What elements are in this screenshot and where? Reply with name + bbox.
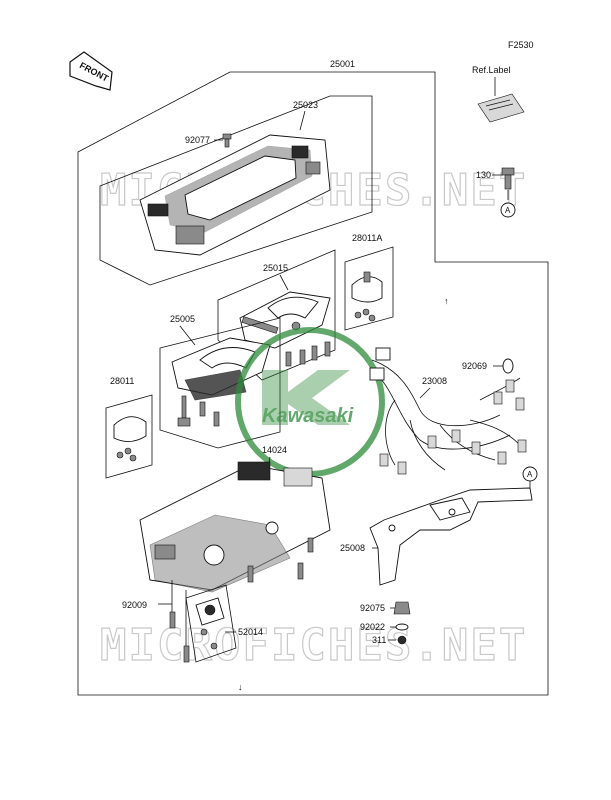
watermark-bottom: MICROFICHES.NET: [100, 620, 527, 671]
part-label-52014: 52014: [238, 627, 263, 637]
screw-92009-icon: [169, 537, 314, 663]
arrow-up-marker: ↑: [444, 296, 449, 306]
kawasaki-logo-text: Kawasaki: [262, 405, 354, 427]
ref-a-top: A: [505, 206, 511, 215]
collar-311-icon: [397, 635, 407, 645]
bracket-25008: [369, 487, 533, 586]
lower-case-14024: [139, 461, 331, 593]
bulb-socket-box-a: [344, 246, 394, 331]
part-label-25001: 25001: [330, 59, 355, 69]
ref-a-bracket: A: [527, 470, 533, 479]
switch-box: [185, 584, 237, 663]
part-label-25005: 25005: [170, 314, 195, 324]
part-label-14024: 14024: [262, 445, 287, 455]
part-label-92069: 92069: [462, 361, 487, 371]
part-label-130: 130: [476, 170, 491, 180]
part-label-25008: 25008: [340, 543, 365, 553]
speedometer-25005: [171, 337, 271, 427]
damper-92075-icon: [393, 601, 411, 615]
part-label-92077: 92077: [185, 135, 210, 145]
part-label-92075: 92075: [360, 603, 385, 613]
switch-52014: [195, 597, 225, 650]
bulb-socket-box: [105, 394, 153, 479]
washer-92022-icon: [395, 623, 409, 631]
part-label-ref-label: Ref.Label: [472, 65, 511, 75]
wiring-harness-23008: [369, 347, 527, 475]
assembly-outline: [77, 71, 549, 696]
part-label-92022: 92022: [360, 622, 385, 632]
arrow-down-marker: ↓: [238, 682, 243, 692]
bulb-socket-28011: [113, 416, 147, 462]
tachometer-25015: [239, 291, 331, 367]
bulb-socket-28011A: [351, 271, 383, 322]
grommet-92069-icon: [502, 358, 514, 374]
housing-box: [99, 95, 373, 286]
ref-circle-a-top: [500, 202, 516, 218]
figure-code: F2530: [508, 40, 534, 50]
meter-housing-25023: [139, 134, 331, 256]
part-label-28011: 28011: [110, 376, 134, 386]
part-label-25023: 25023: [293, 100, 318, 110]
part-label-92009: 92009: [122, 600, 147, 610]
part-label-28011A: 28011A: [352, 233, 382, 243]
ref-label-sticker-icon: [477, 93, 525, 123]
bolt-130-icon: [501, 167, 515, 190]
part-label-25015: 25015: [263, 263, 288, 273]
front-arrow-icon: FRONT: [69, 51, 113, 91]
part-label-23008: 23008: [422, 376, 447, 386]
part-label-311: 311: [372, 635, 386, 645]
kawasaki-logo-watermark: Kawasaki: [235, 327, 385, 477]
screw-92077-icon: [222, 133, 232, 148]
